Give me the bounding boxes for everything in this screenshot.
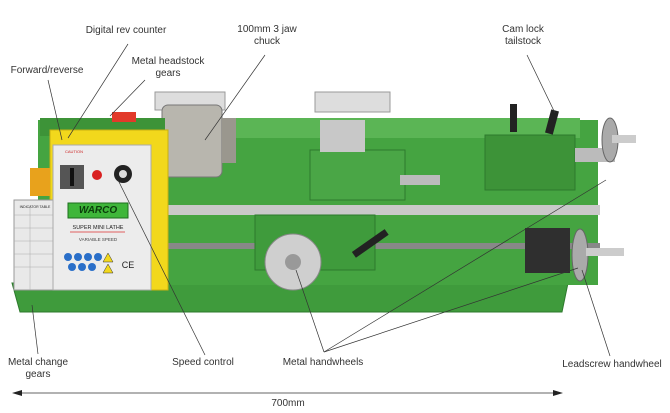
brand-logo: WARCO [78, 205, 118, 216]
switch-knob[interactable] [70, 168, 74, 186]
ce-mark: CE [121, 260, 135, 270]
callout-lines [31, 43, 611, 357]
chuck [161, 104, 223, 178]
cross-slide [309, 149, 406, 201]
caution-text: CAUTION [65, 149, 83, 154]
gear-cover-cap [112, 112, 136, 122]
warning-stripes [30, 168, 50, 196]
indicator-table-title: INDICATOR TABLE [19, 205, 51, 209]
brand-badge [67, 202, 129, 219]
indicator-table-plate [13, 199, 57, 291]
indicator-table-grid [14, 205, 56, 290]
dimension-label: 700mm [271, 398, 305, 409]
half-nut-lever [351, 229, 389, 258]
leadscrew [160, 243, 600, 249]
label-speed-control: Speed control [172, 357, 234, 368]
leadscrew-bracket [525, 228, 570, 273]
tailstock-lever [510, 104, 517, 132]
label-handwheels: Metal handwheels [282, 357, 364, 368]
model-subtitle: VARIABLE SPEED [78, 237, 118, 242]
leadscrew-handle [586, 248, 624, 256]
dimension-arrow [12, 390, 563, 396]
label-line: chuck [253, 36, 281, 47]
leadscrew-handwheel-shape [571, 228, 589, 282]
label-line: Metal headstock [131, 56, 205, 67]
label-line: gears [155, 68, 181, 79]
label-leadscrew-handwheel: Leadscrew handwheel [562, 359, 662, 370]
bed-top [160, 118, 580, 138]
label-line: tailstock [504, 36, 542, 47]
model-name: SUPER MINI LATHE [72, 225, 124, 231]
label-line: 100mm 3 jaw [237, 24, 297, 35]
carriage-handwheel-hub [285, 254, 301, 270]
compound-handle [400, 175, 440, 185]
tailstock-handle [612, 135, 636, 143]
label-forward-reverse: Forward/reverse [10, 65, 84, 76]
speed-control-knob-cap [119, 170, 127, 178]
power-indicator-light [92, 170, 102, 180]
label-line: Metal change [7, 357, 69, 368]
rack [160, 205, 600, 215]
chuck-jaw [222, 118, 236, 163]
label-digital-rev-counter: Digital rev counter [85, 25, 167, 36]
tool-post-guard [314, 91, 391, 113]
label-line: gears [25, 369, 51, 380]
tailstock [484, 134, 576, 191]
tool-post [320, 120, 365, 152]
label-line: Cam lock [502, 24, 544, 35]
cam-lock-lever [545, 109, 559, 135]
safety-icons [64, 252, 114, 274]
